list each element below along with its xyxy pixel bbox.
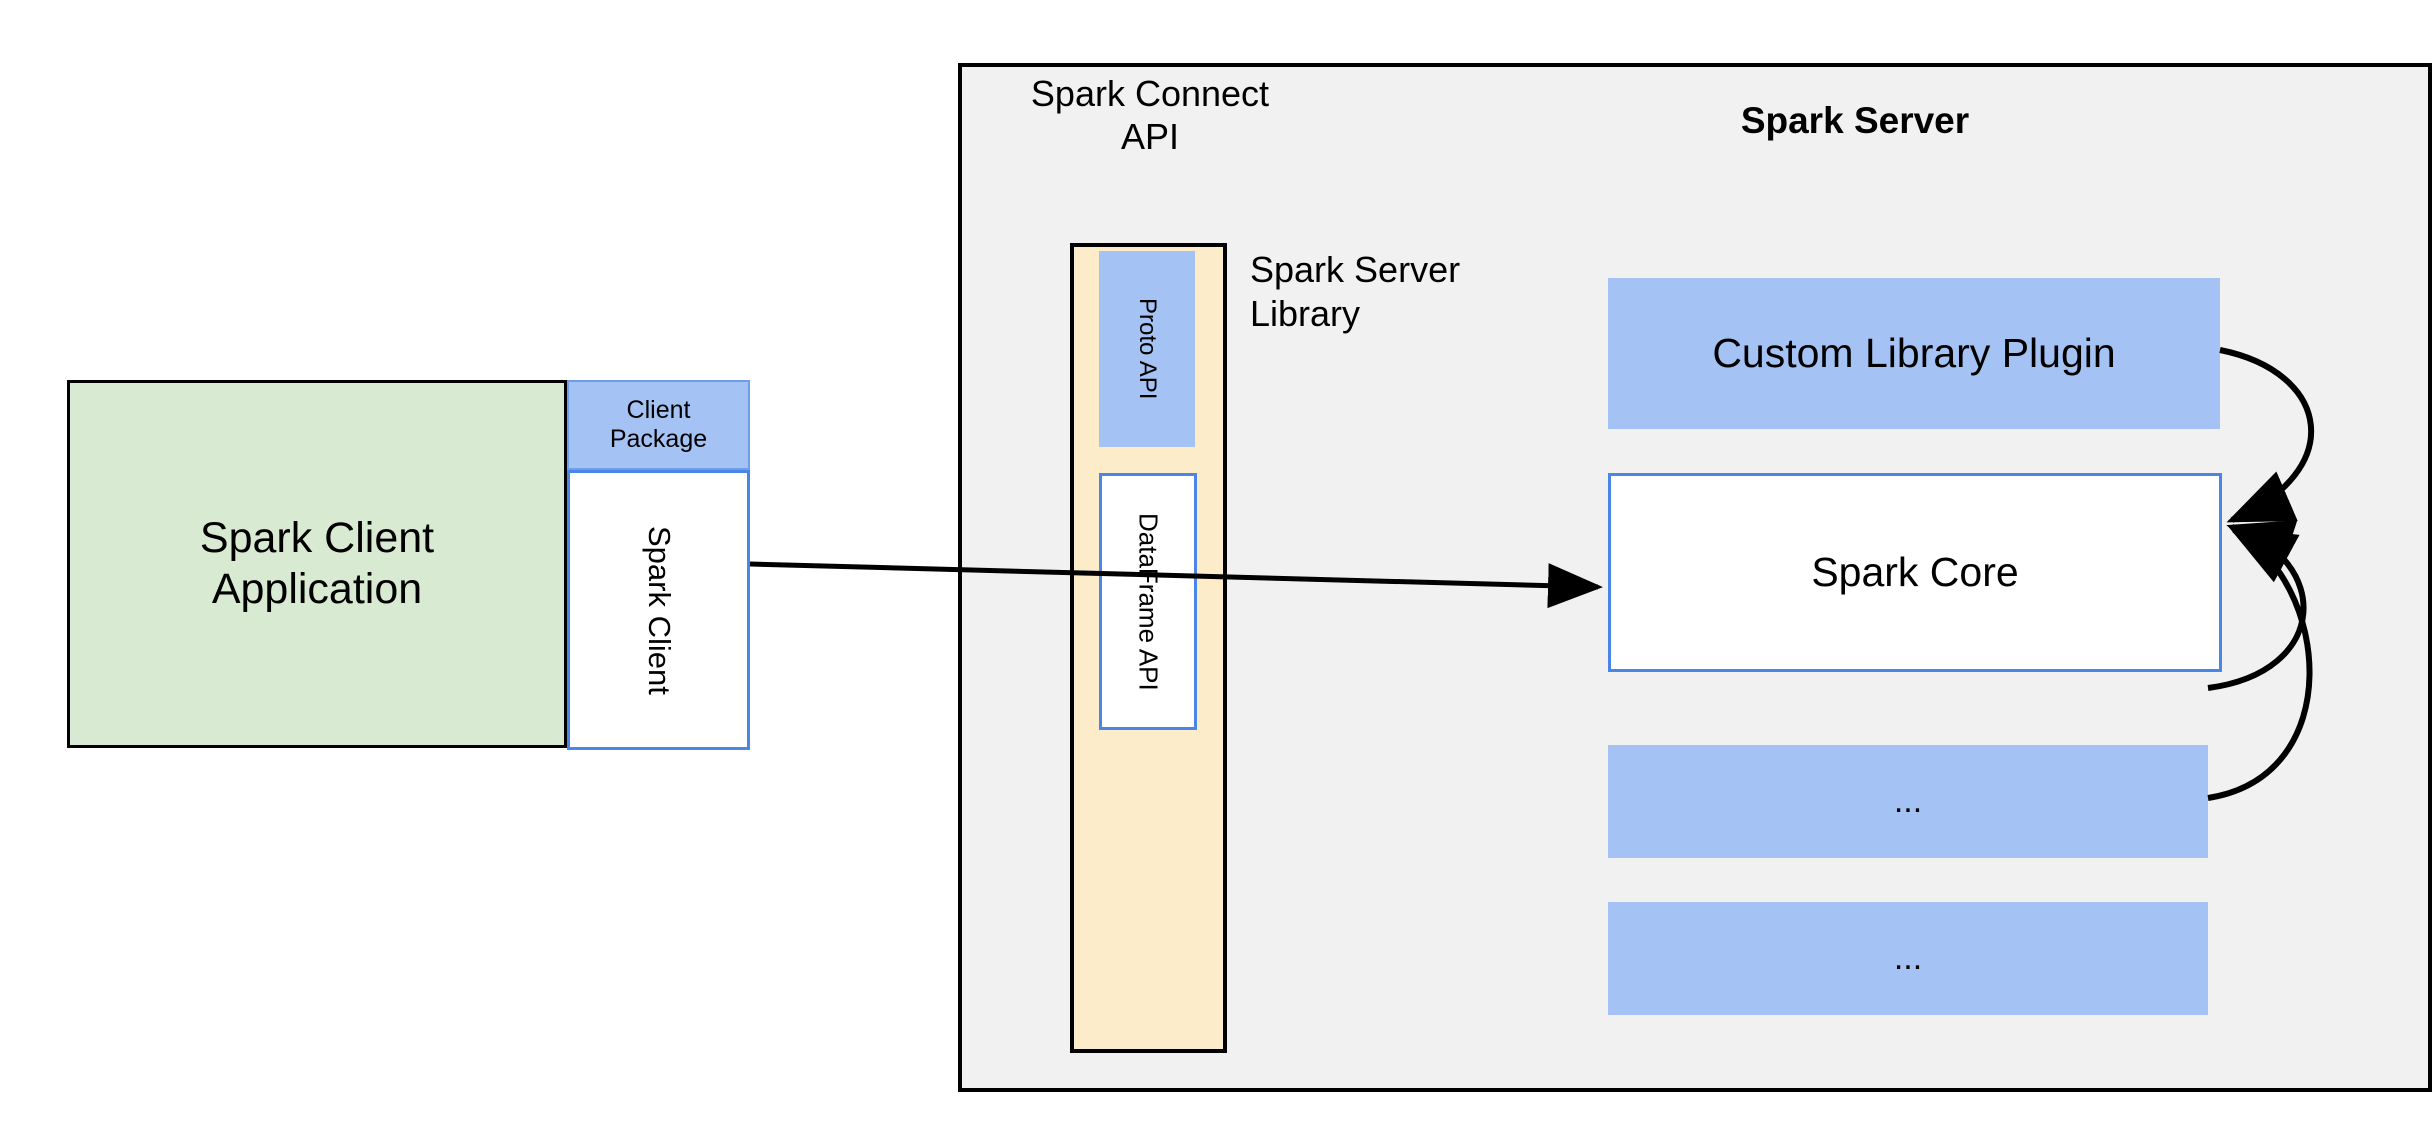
proto-api-box[interactable]: Proto API xyxy=(1099,251,1195,447)
plugin-placeholder-box-1[interactable]: ... xyxy=(1608,745,2208,858)
dataframe-api-box[interactable]: DataFrame API xyxy=(1099,473,1197,730)
custom-library-plugin-box[interactable]: Custom Library Plugin xyxy=(1608,278,2220,429)
spark-connect-api-label-line1: Spark Connect xyxy=(1030,73,1270,114)
client-package-box[interactable]: Client Package xyxy=(567,380,750,470)
plugin-placeholder-box-2[interactable]: ... xyxy=(1608,902,2208,1015)
plugin-placeholder-label-2: ... xyxy=(1893,939,1923,978)
spark-server-library-label: Spark Server Library xyxy=(1250,248,1570,336)
spark-client-application-box[interactable]: Spark Client Application xyxy=(67,380,567,748)
spark-client-application-label-line2: Application xyxy=(211,565,423,613)
spark-connect-api-label: Spark Connect API xyxy=(1000,72,1300,158)
spark-client-box[interactable]: Spark Client xyxy=(567,470,750,750)
spark-server-title: Spark Server xyxy=(1740,100,1970,141)
spark-server-library-label-line2: Library xyxy=(1250,292,1361,334)
client-package-label-line2: Package xyxy=(609,425,708,453)
spark-server-library-label-line1: Spark Server xyxy=(1250,249,1461,290)
custom-library-plugin-label: Custom Library Plugin xyxy=(1712,330,2116,377)
spark-connect-api-label-line2: API xyxy=(1120,116,1180,158)
plugin-placeholder-label-1: ... xyxy=(1893,782,1923,821)
spark-client-label: Spark Client xyxy=(641,525,677,695)
proto-api-label: Proto API xyxy=(1134,298,1162,400)
spark-core-box[interactable]: Spark Core xyxy=(1608,473,2222,672)
client-package-label-line1: Client xyxy=(626,395,691,424)
spark-client-application-label-line1: Spark Client xyxy=(199,514,435,563)
dataframe-api-label: DataFrame API xyxy=(1133,512,1164,691)
spark-core-label: Spark Core xyxy=(1811,549,2019,596)
